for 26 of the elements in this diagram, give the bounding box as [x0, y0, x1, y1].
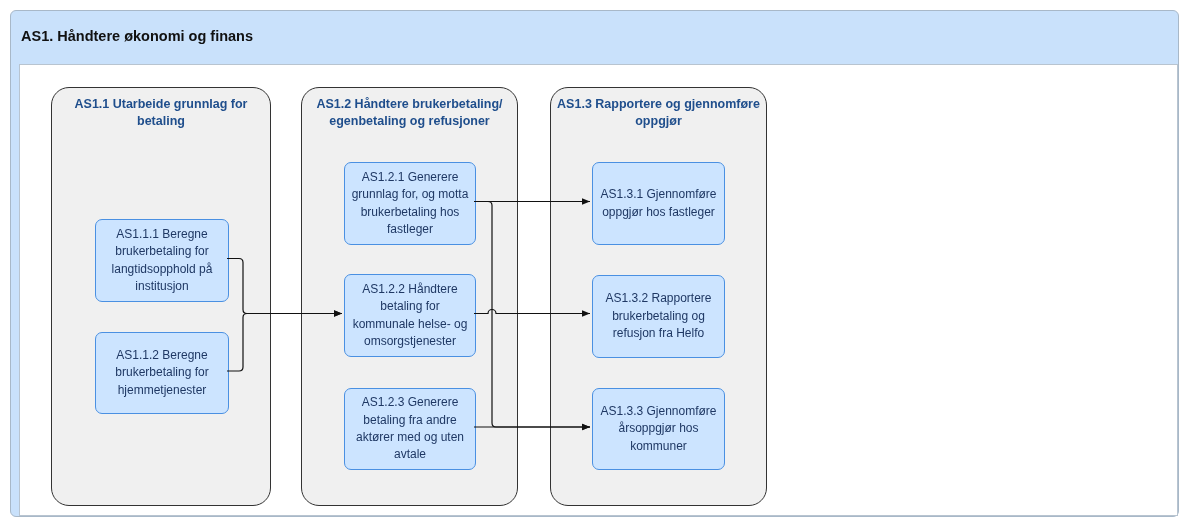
box-label: AS1.2.2 Håndtere betaling for kommunale helse- og omsorgstjenester	[351, 280, 469, 350]
box-label: AS1.2.3 Generere betaling fra andre aktører med og uten avtale	[354, 394, 466, 464]
group-panel	[51, 87, 271, 506]
group-panel	[301, 87, 518, 506]
group-panel	[550, 87, 767, 506]
process-box	[344, 388, 476, 470]
process-box	[592, 275, 725, 358]
box-label: AS1.1.1 Beregne brukerbetaling for langtidsopphold på institusjon	[110, 225, 214, 295]
box-label: AS1.3.3 Gjennomføre årsoppgjør hos kommuner	[599, 402, 718, 455]
heading: AS1.1 Utarbeide grunnlag for betaling	[73, 96, 249, 130]
arrow	[473, 308, 591, 317]
frame-panel	[10, 10, 1179, 517]
process-box	[95, 219, 229, 302]
process-box	[592, 388, 725, 470]
arrow	[473, 423, 591, 431]
process-box	[344, 162, 476, 245]
box-label: AS1.3.2 Rapportere brukerbetaling og refusjon fra Helfo	[604, 290, 713, 343]
heading: AS1.2 Håndtere brukerbetaling/ egenbetaling og refusjoner	[315, 96, 504, 130]
box-label: AS1.1.2 Beregne brukerbetaling for hjemmetjenester	[114, 346, 210, 399]
heading: AS1.3 Rapportere og gjennomføre oppgjør	[557, 96, 760, 130]
box-label: AS1.3.1 Gjennomføre oppgjør hos fastleger	[599, 186, 718, 221]
process-box	[344, 274, 476, 357]
process-box	[95, 332, 229, 414]
heading: AS1. Håndtere økonomi og finans	[21, 28, 254, 44]
process-box	[592, 162, 725, 245]
box-label: AS1.2.1 Generere grunnlag for, og motta brukerbetaling hos fastleger	[350, 168, 470, 238]
